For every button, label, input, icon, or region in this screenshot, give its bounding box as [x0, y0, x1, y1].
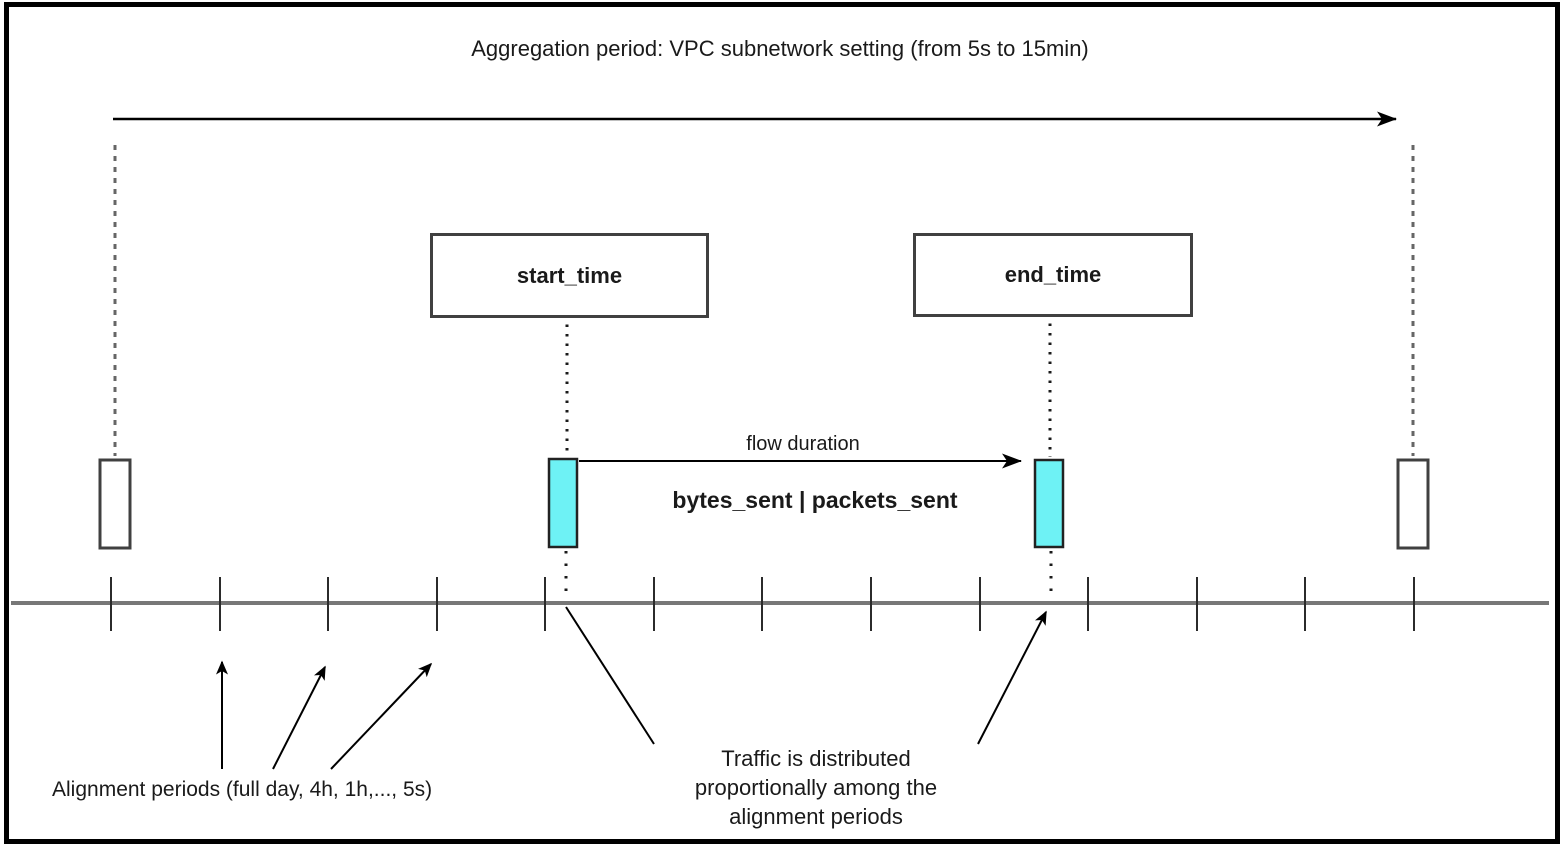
metrics-label: bytes_sent | packets_sent — [672, 487, 958, 513]
left-empty-slot — [98, 458, 132, 550]
alignment-arrow-3 — [330, 662, 433, 770]
alignment-arrow-2 — [272, 665, 326, 770]
alignment-periods-note: Alignment periods (full day, 4h, 1h,...,… — [52, 778, 433, 801]
end-highlight-slot — [1033, 458, 1065, 549]
end-time-box: end_time — [913, 233, 1193, 317]
traffic-distribution-note: Traffic is distributed proportionally am… — [694, 746, 938, 829]
start-highlight-slot — [547, 457, 579, 549]
flow-duration-label: flow duration — [746, 433, 860, 455]
right-empty-slot — [1396, 458, 1430, 550]
end-time-label: end_time — [1004, 262, 1102, 287]
start-time-label: start_time — [516, 262, 623, 288]
traffic-leader-left — [565, 606, 655, 745]
diagram-title: Aggregation period: VPC subnetwork setti… — [471, 36, 1089, 61]
start-time-box: start_time — [430, 233, 709, 318]
traffic-leader-right — [977, 610, 1047, 745]
